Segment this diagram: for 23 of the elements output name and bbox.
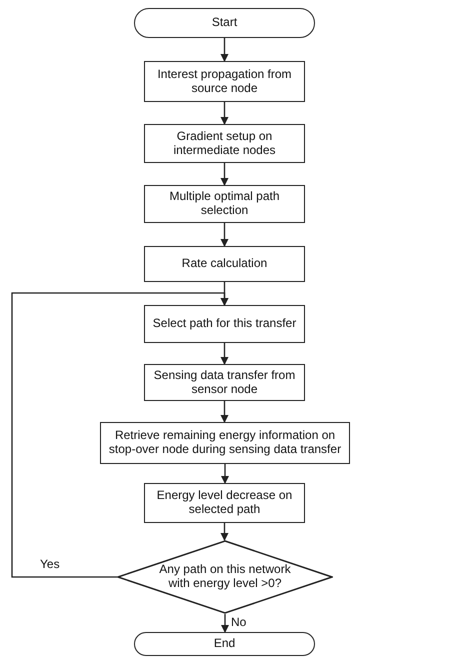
- process-box: Select path for this transfer: [144, 305, 305, 343]
- process-box: Retrieve remaining energy information on stop-over node during sensing data transfer: [100, 422, 350, 464]
- arrow: [220, 523, 228, 541]
- terminator-shape: End: [134, 632, 315, 656]
- arrow: [220, 102, 228, 125]
- arrow: [220, 163, 228, 186]
- arrow: [221, 614, 229, 633]
- process-box: Multiple optimal path selection: [144, 185, 305, 223]
- process-box: Energy level decrease on selected path: [144, 483, 305, 523]
- process-box: Sensing data transfer from sensor node: [144, 364, 305, 401]
- process-box: Rate calculation: [144, 246, 305, 282]
- arrow: [220, 343, 228, 365]
- decision-diamond: Any path on this network with energy level >0?: [117, 540, 333, 614]
- arrow: [220, 223, 228, 247]
- process-box: Interest propagation from source node: [144, 61, 305, 102]
- arrow: [221, 464, 229, 484]
- edge-label: Yes: [38, 557, 62, 571]
- process-box: Gradient setup on intermediate nodes: [144, 124, 305, 163]
- arrow: [11, 292, 228, 578]
- arrow: [220, 401, 228, 423]
- edge-label: No: [229, 615, 248, 629]
- terminator-shape: Start: [134, 8, 315, 38]
- arrow: [220, 38, 228, 62]
